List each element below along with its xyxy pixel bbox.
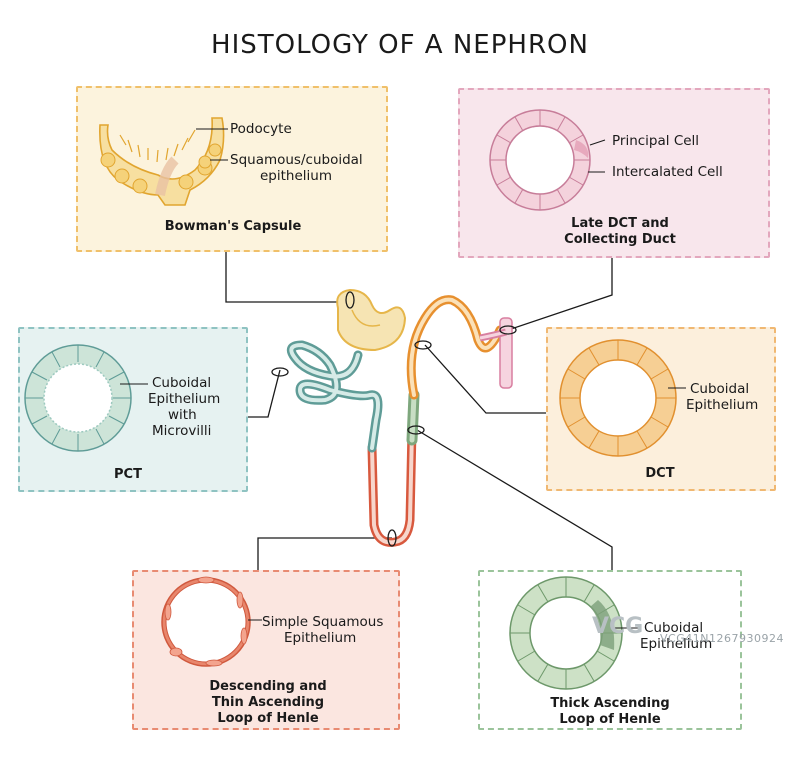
pct-label-3: with <box>168 407 197 423</box>
thick-ascending-ring-illustration <box>509 576 640 690</box>
descending-caption-3: Loop of Henle <box>217 711 319 726</box>
pct-label-4: Microvilli <box>152 423 212 439</box>
bowman-capsule-shape <box>336 288 407 352</box>
late-dct-caption-1: Late DCT and <box>571 216 669 231</box>
pct-label-2: Epithelium <box>148 391 221 407</box>
dct-label-2: Epithelium <box>686 397 759 413</box>
thick-label-1: Cuboidal <box>644 620 704 636</box>
dct-label-1: Cuboidal <box>690 381 750 397</box>
watermark-text: VCG41N1267930924 <box>660 632 784 645</box>
pct-ring-illustration <box>24 344 148 452</box>
bowman-capsule-illustration <box>99 117 228 206</box>
intercalated-cell-label: Intercalated Cell <box>612 164 723 180</box>
descending-label-2: Epithelium <box>284 630 357 646</box>
bowman-capsule-caption: Bowman's Capsule <box>164 219 302 234</box>
thick-caption-2: Loop of Henle <box>559 712 661 727</box>
descending-caption-2: Thin Ascending <box>211 695 325 710</box>
podocyte-label: Podocyte <box>230 121 292 137</box>
descending-loop-ring-illustration <box>161 576 262 667</box>
thick-caption-1: Thick Ascending <box>550 696 670 711</box>
watermark-logo: VCG <box>592 614 644 639</box>
page-title: HISTOLOGY OF A NEPHRON <box>211 30 589 60</box>
epithelium-label: epithelium <box>260 168 332 184</box>
dct-ring-illustration <box>559 339 686 457</box>
descending-label-1: Simple Squamous <box>262 614 384 630</box>
descending-caption-1: Descending and <box>209 679 327 694</box>
connector-rings <box>271 291 517 547</box>
connector-lines <box>225 252 613 570</box>
late-dct-caption-2: Collecting Duct <box>564 232 676 247</box>
squamous-cuboidal-label: Squamous/cuboidal <box>230 152 363 168</box>
late-dct-ring-illustration <box>489 109 606 211</box>
principal-cell-label: Principal Cell <box>612 133 700 149</box>
collecting-duct <box>479 317 513 389</box>
dct-caption: DCT <box>645 466 675 481</box>
pct-label-1: Cuboidal <box>152 375 212 391</box>
pct-caption: PCT <box>114 467 142 482</box>
thick-label-2: Epithelium <box>640 636 713 652</box>
